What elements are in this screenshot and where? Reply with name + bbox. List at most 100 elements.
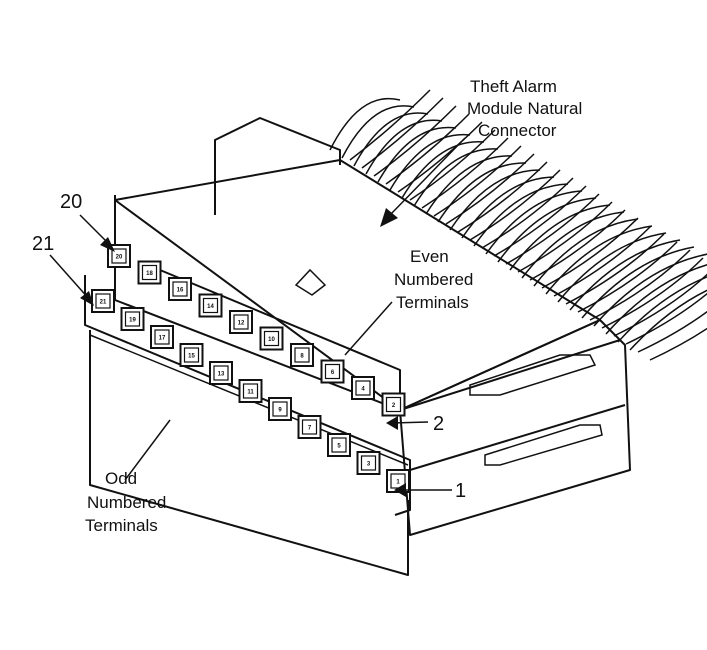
- pin20-arrow-icon: [100, 237, 115, 252]
- wire-strand: [385, 113, 470, 185]
- connector-label-line1: Theft Alarm: [470, 77, 557, 96]
- connector-arrow-icon: [380, 208, 398, 227]
- terminal-number: 11: [247, 390, 254, 396]
- wire-strand: [421, 137, 509, 209]
- callout-labels: Theft Alarm Module Natural Connector Eve…: [32, 77, 582, 535]
- wire-strand: [581, 246, 695, 319]
- wire-strand: [637, 310, 707, 353]
- wire-strand: [565, 233, 665, 305]
- terminal-number: 2: [392, 403, 396, 409]
- even-terminal-6: 6: [320, 359, 345, 384]
- connector-label-line2: Module Natural: [467, 99, 582, 118]
- even-label-line3: Terminals: [396, 293, 469, 312]
- wire-strand: [401, 141, 485, 199]
- wire-harness: [329, 89, 707, 361]
- even-terminal-18: 18: [137, 260, 162, 285]
- wire-strand: [349, 89, 431, 161]
- terminal-number: 6: [331, 370, 335, 376]
- odd-label-line1: Odd: [105, 469, 137, 488]
- wire-strand: [517, 201, 613, 273]
- pin-label-1: 1: [455, 480, 466, 502]
- wire-strand: [497, 197, 597, 263]
- wire-strand: [521, 211, 625, 279]
- wire-strand: [361, 97, 444, 169]
- wire-strand: [413, 148, 499, 207]
- wire-strand: [433, 145, 522, 217]
- pin21-arrow-icon: [80, 291, 94, 306]
- wire-strand: [545, 225, 653, 295]
- wire-strand: [457, 161, 548, 233]
- wire-strand: [589, 249, 691, 321]
- odd-terminal-3: 3: [356, 451, 381, 475]
- wire-strand: [469, 169, 561, 241]
- wire-strand: [505, 193, 600, 265]
- even-terminal-16: 16: [168, 277, 192, 301]
- terminal-number: 12: [238, 321, 245, 327]
- wire-strand: [353, 112, 429, 167]
- terminal-number: 4: [361, 387, 365, 393]
- even-terminal-12: 12: [229, 310, 253, 334]
- wire-strand: [373, 105, 457, 177]
- wire-strand: [541, 217, 639, 289]
- wire-strand: [481, 177, 574, 249]
- terminal-number: 10: [268, 337, 275, 343]
- wire-strand: [329, 97, 401, 151]
- odd-terminal-21: 21: [91, 289, 115, 313]
- wire-strand: [445, 153, 535, 225]
- wire-strand: [557, 232, 667, 303]
- wire-strand: [389, 133, 471, 191]
- pin-label-20: 20: [60, 191, 82, 213]
- wire-strand: [601, 257, 704, 329]
- terminal-number: 14: [207, 304, 214, 310]
- wire-strand: [529, 209, 626, 281]
- wire-strand: [461, 176, 555, 239]
- wire-strand: [409, 129, 496, 201]
- wire-strand: [629, 289, 707, 351]
- even-terminal-10: 10: [259, 326, 284, 351]
- pin-label-21: 21: [32, 233, 54, 255]
- wire-strand: [437, 162, 527, 223]
- terminal-number: 15: [188, 354, 195, 360]
- terminal-number: 7: [308, 426, 312, 432]
- wire-strand: [577, 241, 678, 313]
- even-terminal-14: 14: [198, 293, 223, 318]
- wire-strand: [425, 155, 513, 215]
- terminal-number: 13: [218, 372, 225, 378]
- wire-strand: [473, 183, 569, 247]
- wire-strand: [593, 253, 707, 327]
- even-terminal-2: 2: [381, 392, 406, 417]
- wire-strand: [377, 126, 457, 183]
- wire-strand: [485, 190, 583, 255]
- leader-lines: [49, 137, 466, 497]
- odd-terminal-17: 17: [150, 325, 174, 349]
- odd-terminal-7: 7: [297, 415, 322, 439]
- pin1-arrow-icon: [394, 483, 406, 497]
- wire-strand: [553, 225, 652, 297]
- wire-strand: [493, 185, 587, 257]
- even-terminal-4: 4: [351, 376, 375, 400]
- even-terminal-8: 8: [290, 343, 314, 367]
- terminal-number: 3: [367, 462, 371, 468]
- odd-label-line3: Terminals: [85, 516, 158, 535]
- odd-terminal-9: 9: [268, 397, 292, 421]
- wire-strand: [341, 105, 415, 159]
- wire-strand: [509, 204, 611, 271]
- wire-strand: [449, 169, 541, 231]
- odd-terminal-15: 15: [179, 343, 204, 367]
- terminal-number: 19: [129, 318, 136, 324]
- wire-strand: [605, 264, 707, 335]
- terminal-number: 8: [300, 354, 304, 360]
- odd-terminal-11: 11: [238, 379, 263, 403]
- wire-strand: [533, 218, 639, 287]
- terminal-number: 17: [159, 336, 166, 342]
- wire-strand: [617, 276, 707, 343]
- wire-strand: [569, 239, 681, 311]
- even-label-line1: Even: [410, 247, 449, 266]
- even-label-line2: Numbered: [394, 270, 473, 289]
- wire-strand: [625, 292, 707, 345]
- terminal-number: 5: [337, 444, 341, 450]
- odd-label-line2: Numbered: [87, 493, 166, 512]
- pin-label-2: 2: [433, 413, 444, 435]
